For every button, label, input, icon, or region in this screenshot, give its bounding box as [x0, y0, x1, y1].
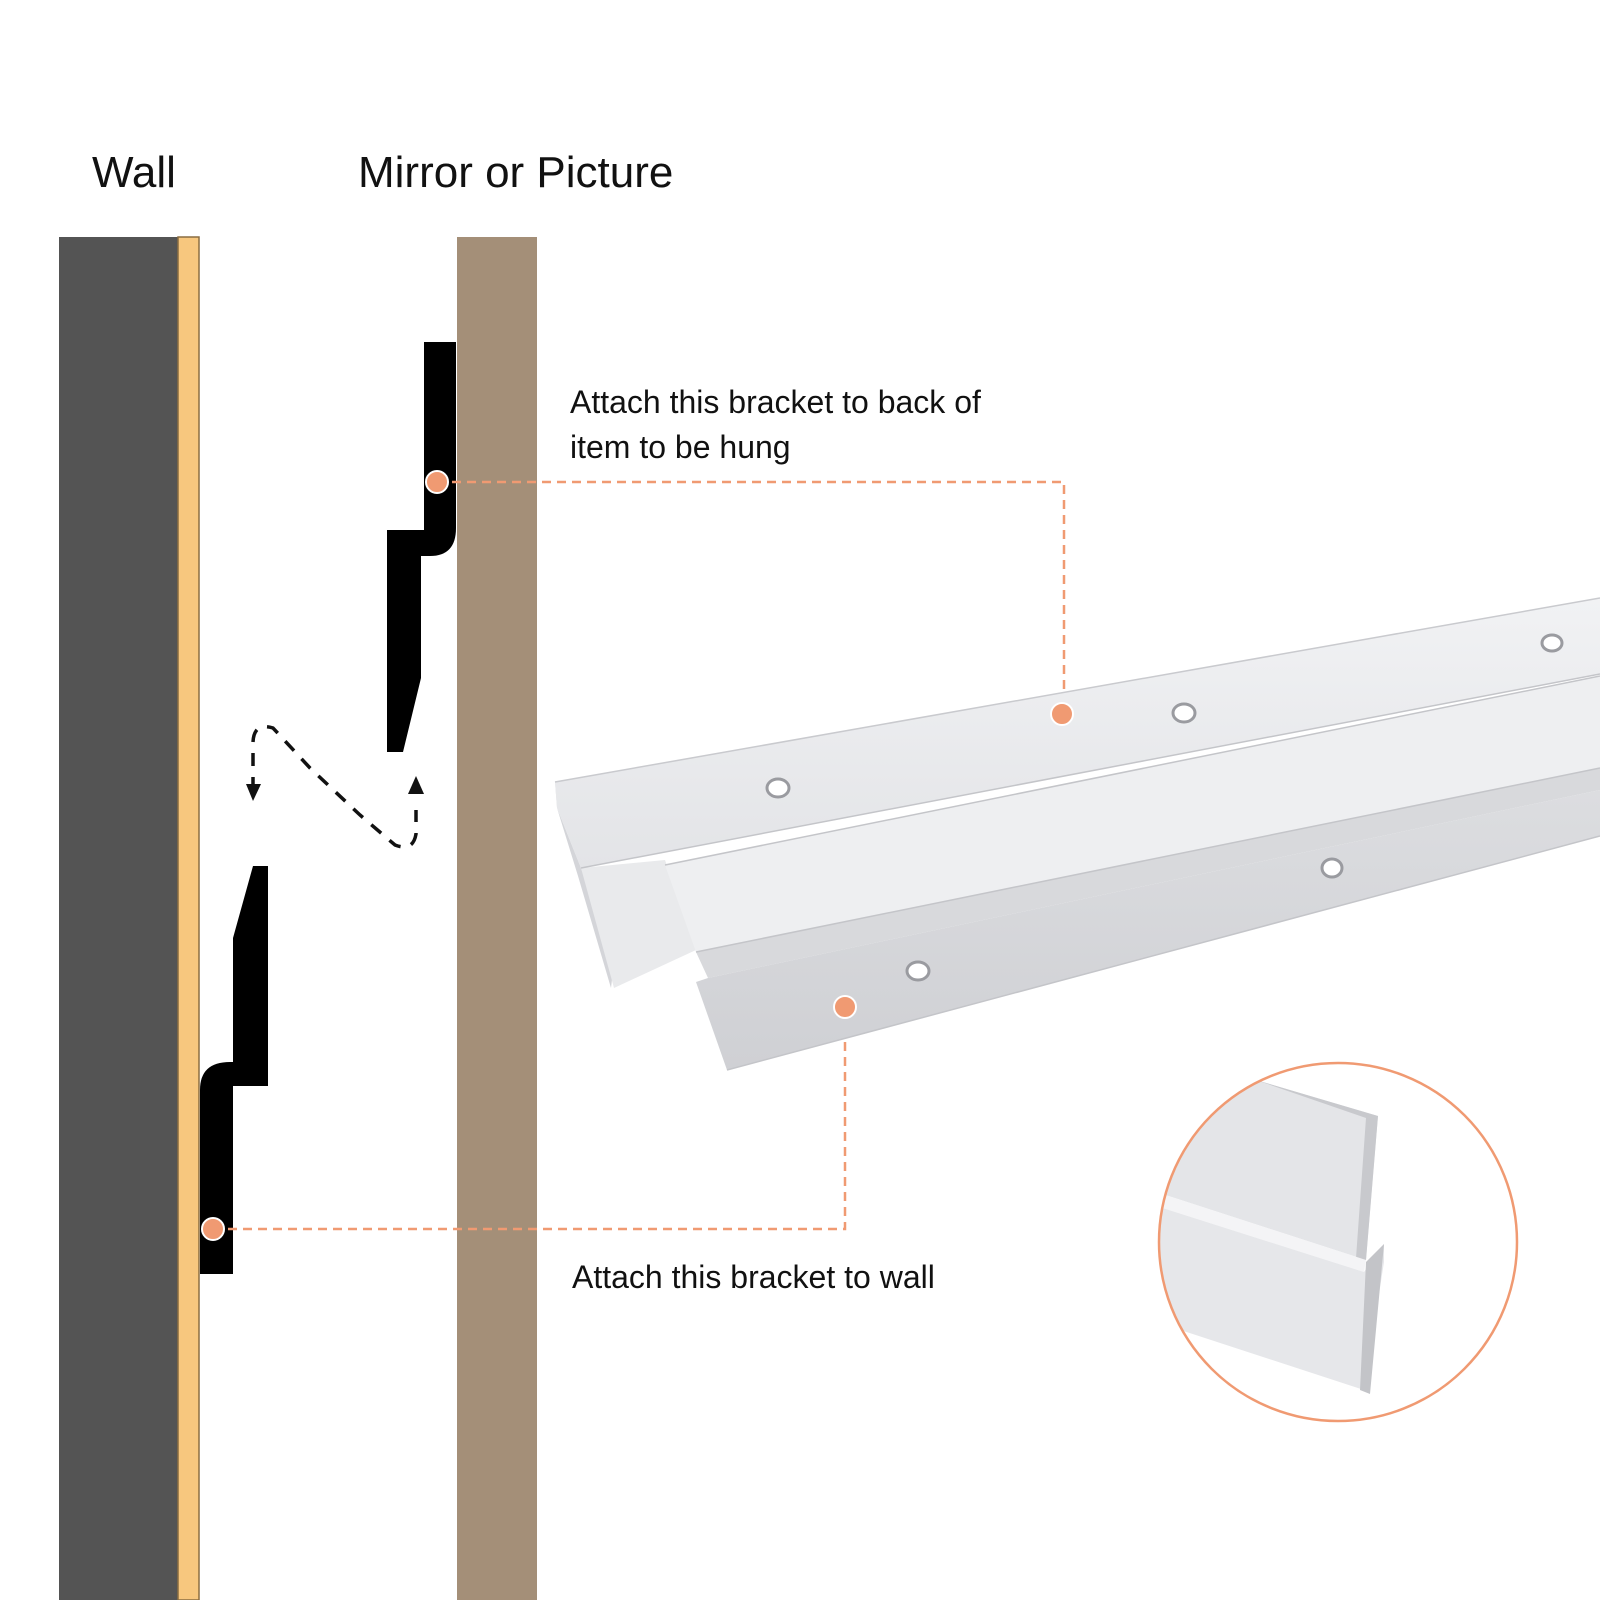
callout-dot-wall-bracket: [201, 1217, 225, 1241]
zoom-inset: [1157, 1061, 1519, 1423]
callout-dot-mirror-bracket: [425, 470, 449, 494]
mirror-label: Mirror or Picture: [358, 148, 674, 197]
arrow-up-icon: [408, 776, 424, 794]
wall-panel: [59, 237, 179, 1600]
screw-hole: [1320, 857, 1344, 879]
screw-hole: [1171, 702, 1197, 724]
product-rail-illustration: [554, 597, 1600, 1071]
callout-dot-rail-bottom: [833, 995, 857, 1019]
mirror-bracket-profile: [387, 342, 456, 752]
callout-dot-rail-top: [1050, 702, 1074, 726]
screw-hole: [1540, 633, 1564, 653]
screw-holes: [765, 633, 1564, 982]
wall-bracket-profile: [200, 866, 268, 1274]
wall-bracket-backing-strip: [177, 236, 200, 1601]
callout-leaders: [213, 480, 1066, 1231]
callout-dots: [201, 470, 1074, 1241]
wall-label: Wall: [92, 148, 176, 197]
dashed-s-curve-arrow-icon: [251, 724, 418, 849]
top-callout-text: Attach this bracket to back of item to b…: [570, 384, 981, 465]
mirror-panel: [457, 237, 537, 1600]
screw-hole: [765, 777, 791, 799]
bottom-callout-text: Attach this bracket to wall: [572, 1259, 935, 1295]
arrow-down-icon: [246, 784, 261, 801]
screw-hole: [905, 960, 931, 982]
